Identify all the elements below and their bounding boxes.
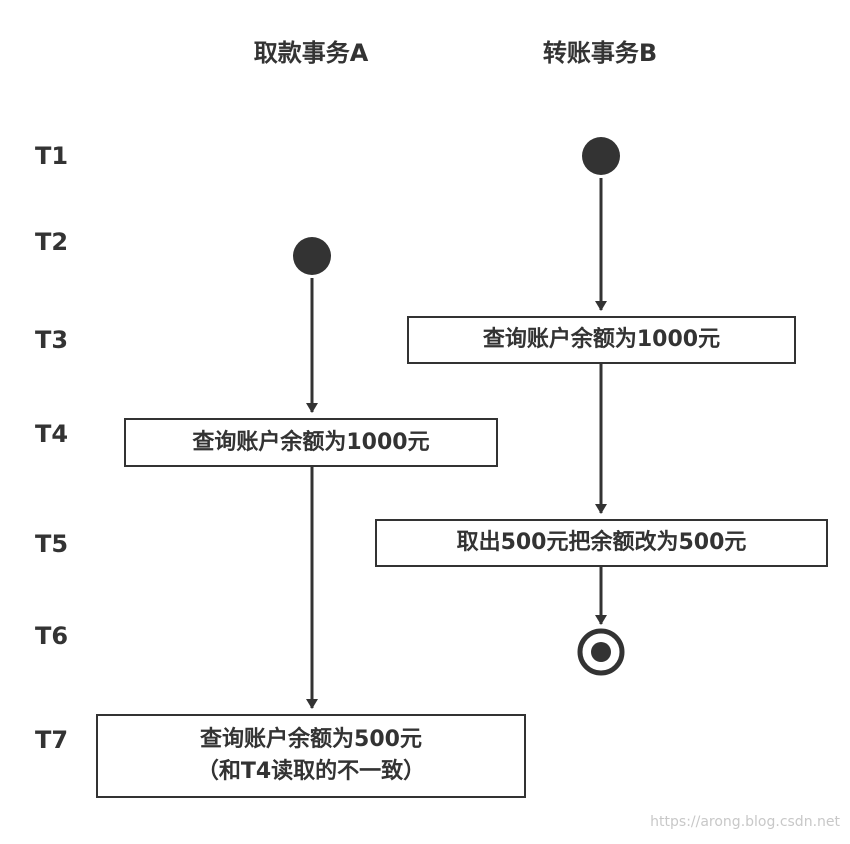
- transaction-a-query-500-text: 查询账户余额为500元: [200, 727, 422, 752]
- transaction-b-withdraw-500-text: 取出500元把余额改为500元: [456, 530, 747, 555]
- transaction-a-title: 取款事务A: [253, 39, 369, 67]
- time-label-t5: T5: [35, 530, 69, 558]
- time-label-t1: T1: [35, 142, 69, 170]
- time-label-t4: T4: [35, 420, 69, 448]
- time-label-t7: T7: [35, 726, 69, 754]
- transaction-a-query-1000-box: 查询账户余额为1000元: [124, 418, 498, 467]
- transaction-b-withdraw-500-box: 取出500元把余额改为500元: [375, 519, 828, 567]
- transaction-b-query-1000-box: 查询账户余额为1000元: [407, 316, 796, 364]
- transaction-b-query-1000-text: 查询账户余额为1000元: [482, 327, 721, 352]
- source-watermark: https://arong.blog.csdn.net: [650, 814, 840, 830]
- transaction-b-start-node: [582, 137, 620, 175]
- transaction-a-query-500-box: 查询账户余额为500元 （和T4读取的不一致）: [96, 714, 526, 798]
- transaction-a-query-1000-text: 查询账户余额为1000元: [192, 429, 430, 455]
- time-label-t3: T3: [35, 326, 69, 354]
- transaction-b-title: 转账事务B: [542, 39, 658, 67]
- transaction-a-inconsistency-note: （和T4读取的不一致）: [196, 759, 426, 784]
- time-label-t2: T2: [35, 228, 69, 256]
- transaction-b-end-node: [577, 628, 625, 676]
- time-label-t6: T6: [35, 622, 69, 650]
- transaction-a-start-node: [293, 237, 331, 275]
